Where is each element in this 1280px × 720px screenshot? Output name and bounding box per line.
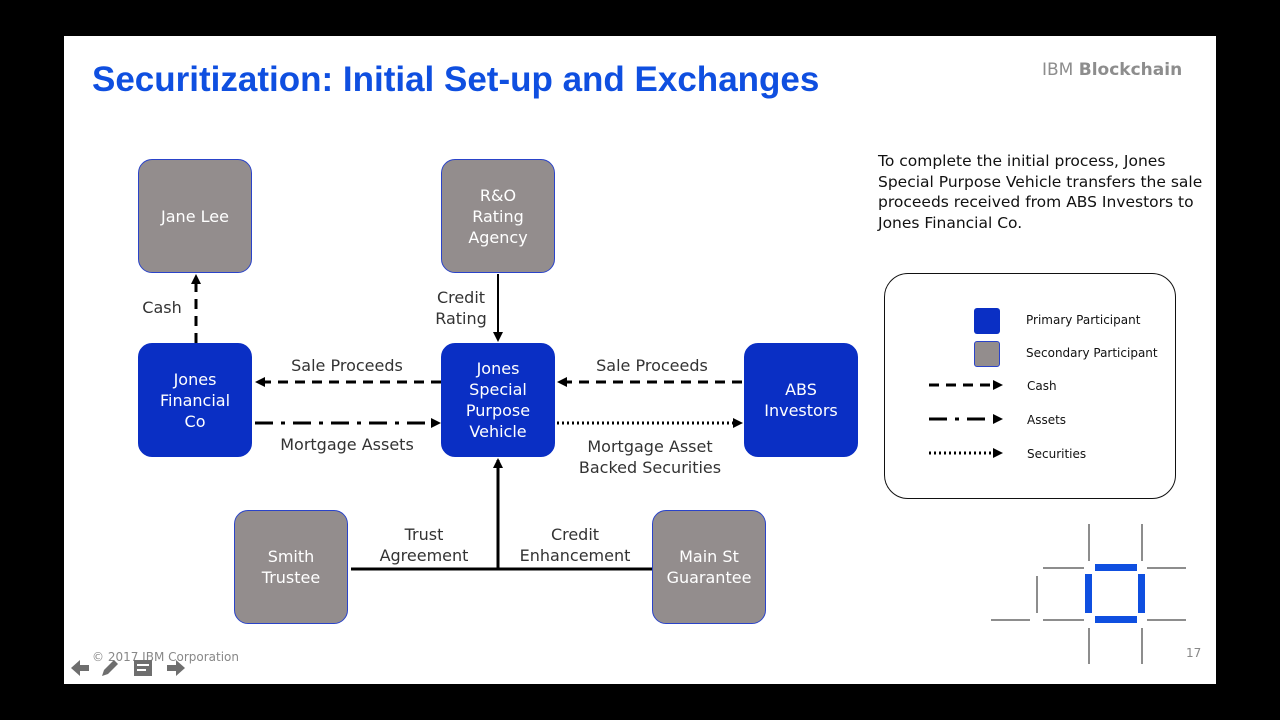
brand-name: Blockchain	[1078, 60, 1183, 80]
legend-secondary-swatch	[974, 341, 1000, 367]
pencil-icon[interactable]	[98, 656, 122, 680]
legend-primary-label: Primary Participant	[1026, 313, 1141, 327]
page-number: 17	[1186, 646, 1202, 660]
credit-enhancement-label: Credit Enhancement	[519, 525, 631, 565]
sale-proceeds-right-label: Sale Proceeds	[596, 356, 708, 375]
description-text: To complete the initial process, Jones S…	[878, 152, 1203, 232]
mbs-label: Mortgage Asset Backed Securities	[578, 437, 722, 477]
participant-main-st-guarantee[interactable]: Main St Guarantee	[652, 510, 766, 624]
credit-rating-label: Credit Rating	[435, 288, 487, 328]
copyright: © 2017 IBM Corporation	[92, 650, 239, 664]
legend-securities-line	[929, 448, 1003, 458]
participant-ro-rating-agency[interactable]: R&O Rating Agency	[441, 159, 555, 273]
legend-cash-label: Cash	[1027, 379, 1057, 393]
flow-diagram	[191, 274, 743, 571]
participant-jones-financial[interactable]: Jones Financial Co	[138, 343, 252, 457]
legend-primary-swatch	[974, 308, 1000, 334]
trust-agreement-label: Trust Agreement	[379, 525, 469, 565]
participant-abs-investors[interactable]: ABS Investors	[744, 343, 858, 457]
participant-jones-spv[interactable]: Jones Special Purpose Vehicle	[441, 343, 555, 457]
ibm-blockchain-logo: IBM Blockchain	[1042, 60, 1182, 80]
legend-secondary-label: Secondary Participant	[1026, 346, 1158, 360]
brand-prefix: IBM	[1042, 60, 1074, 80]
legend-securities-label: Securities	[1027, 447, 1087, 461]
arrow-left-icon[interactable]	[68, 656, 92, 680]
mortgage-assets-label: Mortgage Assets	[280, 435, 414, 454]
participant-jane-lee[interactable]: Jane Lee	[138, 159, 252, 273]
legend-assets-label: Assets	[1027, 413, 1067, 427]
slide: Securitization: Initial Set-up and Excha…	[64, 36, 1216, 684]
cash-label: Cash	[142, 298, 182, 317]
arrow-right-icon[interactable]	[164, 656, 188, 680]
slideshow-controls	[68, 656, 188, 680]
slide-title: Securitization: Initial Set-up and Excha…	[92, 60, 820, 99]
legend-assets-line	[929, 414, 1003, 424]
menu-icon[interactable]	[131, 656, 155, 680]
legend-cash-line	[929, 380, 1003, 390]
legend-box: Primary Participant Secondary Participan…	[884, 273, 1176, 499]
sale-proceeds-left-label: Sale Proceeds	[291, 356, 403, 375]
participant-smith-trustee[interactable]: Smith Trustee	[234, 510, 348, 624]
